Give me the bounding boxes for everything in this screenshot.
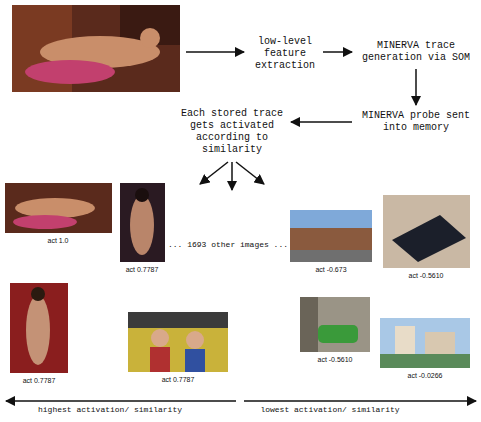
axis-arrow (6, 400, 236, 402)
result-photo (383, 195, 470, 268)
result-photo (300, 297, 370, 352)
flow-arrow (291, 121, 352, 123)
process-step: low-level feature extraction (250, 34, 320, 74)
activation-caption: act -0.5610 (317, 355, 352, 364)
result-photo (290, 210, 372, 262)
axis-label: highest activation/ similarity (38, 405, 182, 415)
result-photo (128, 312, 228, 372)
flow-arrow (186, 51, 244, 53)
activation-caption: act 1.0 (47, 236, 68, 245)
activation-caption: act -0.5610 (408, 271, 443, 280)
fan-arrow (200, 162, 228, 184)
query-photo (12, 5, 180, 92)
step-text: Each stored trace gets activated accordi… (179, 108, 285, 156)
result-photo (5, 183, 112, 233)
axis-arrow (244, 400, 476, 402)
activation-caption: act -0.0266 (407, 371, 442, 380)
result-photo (120, 183, 165, 262)
result-photo (10, 283, 68, 373)
step-text: MINERVA probe sent into memory (358, 110, 474, 134)
axis-label: lowest activation/ similarity (260, 405, 399, 415)
step-text: MINERVA trace generation via SOM (358, 40, 474, 64)
process-step: MINERVA probe sent into memory (355, 108, 477, 136)
step-text: low-level feature extraction (253, 36, 317, 72)
activation-caption: act 0.7787 (126, 265, 159, 274)
process-step: MINERVA trace generation via SOM (355, 38, 477, 66)
activation-caption: act 0.7787 (23, 376, 56, 385)
fan-arrow (231, 162, 233, 190)
activation-caption: act -0.673 (315, 265, 346, 274)
result-photo (380, 318, 470, 368)
activation-caption: act 0.7787 (162, 375, 195, 384)
flow-arrow (415, 69, 417, 105)
activation-caption: ... 1693 other images ... (168, 240, 288, 250)
process-step: Each stored trace gets activated accordi… (176, 106, 288, 158)
fan-arrow (236, 162, 264, 184)
flow-arrow (323, 51, 352, 53)
